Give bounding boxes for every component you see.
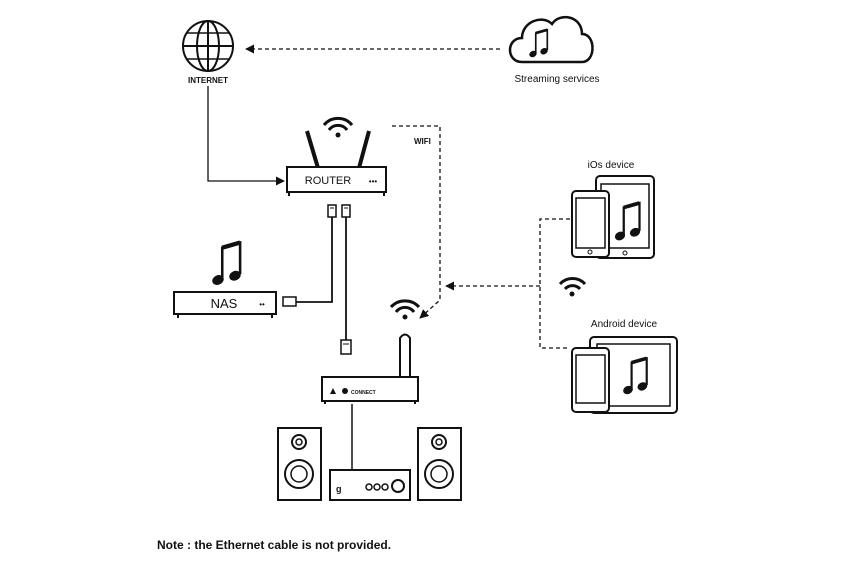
android-phone-icon	[571, 347, 610, 413]
nas-ethernet-cable	[296, 217, 333, 303]
streaming-label: Streaming services	[514, 74, 599, 85]
nas-music-note-icon	[211, 243, 243, 287]
amplifier-mark: g	[336, 484, 342, 494]
streaming-cloud-icon	[508, 15, 594, 64]
router-label: ROUTER	[305, 175, 352, 187]
streamer-connect-label: CONNECT	[351, 390, 376, 396]
router-led-dots: •••	[369, 177, 378, 186]
nas-icon	[173, 291, 277, 318]
devices-link	[539, 218, 570, 349]
amplifier-icon	[329, 469, 411, 501]
internet-label: INTERNET	[188, 76, 228, 85]
streamer-icon	[321, 333, 419, 404]
router-wifi-icon	[322, 116, 354, 138]
internet-to-router-link	[207, 86, 285, 186]
left-speaker-icon	[277, 427, 322, 501]
ethernet-plug-icon	[282, 296, 352, 355]
android-device-label: Android device	[591, 319, 658, 330]
right-speaker-icon	[417, 427, 462, 501]
ethernet-plug-icon	[327, 204, 351, 218]
nas-label: NAS	[211, 296, 238, 311]
ethernet-note: Note : the Ethernet cable is not provide…	[157, 538, 392, 552]
devices-wifi-icon	[558, 277, 587, 297]
ios-phone-icon	[571, 190, 610, 258]
streamer-wifi-icon	[389, 299, 421, 320]
wifi-link	[392, 125, 441, 319]
internet-globe-icon	[182, 20, 234, 72]
router-icon	[286, 130, 387, 196]
ios-device-label: iOs device	[588, 160, 635, 171]
wifi-label: WIFI	[414, 137, 431, 146]
nas-led-dots: ••	[259, 300, 265, 309]
